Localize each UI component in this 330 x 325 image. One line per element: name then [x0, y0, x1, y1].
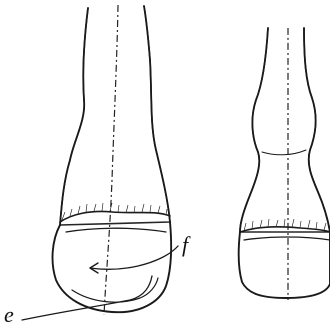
right-knuckle-crease: [262, 150, 306, 155]
right-finger-figure: [239, 28, 330, 300]
right-nail-edge: [244, 237, 330, 240]
arrow-pointer-f: [90, 246, 178, 269]
left-finger-outline: [60, 8, 88, 225]
left-nail-fold: [60, 211, 170, 222]
left-enlarged-tip: [53, 222, 172, 312]
right-squared-tip: [239, 232, 330, 298]
left-finger-figure: [22, 5, 178, 320]
label-f: f: [182, 232, 191, 257]
label-e: e: [4, 302, 14, 325]
left-nail-edge: [66, 228, 166, 232]
